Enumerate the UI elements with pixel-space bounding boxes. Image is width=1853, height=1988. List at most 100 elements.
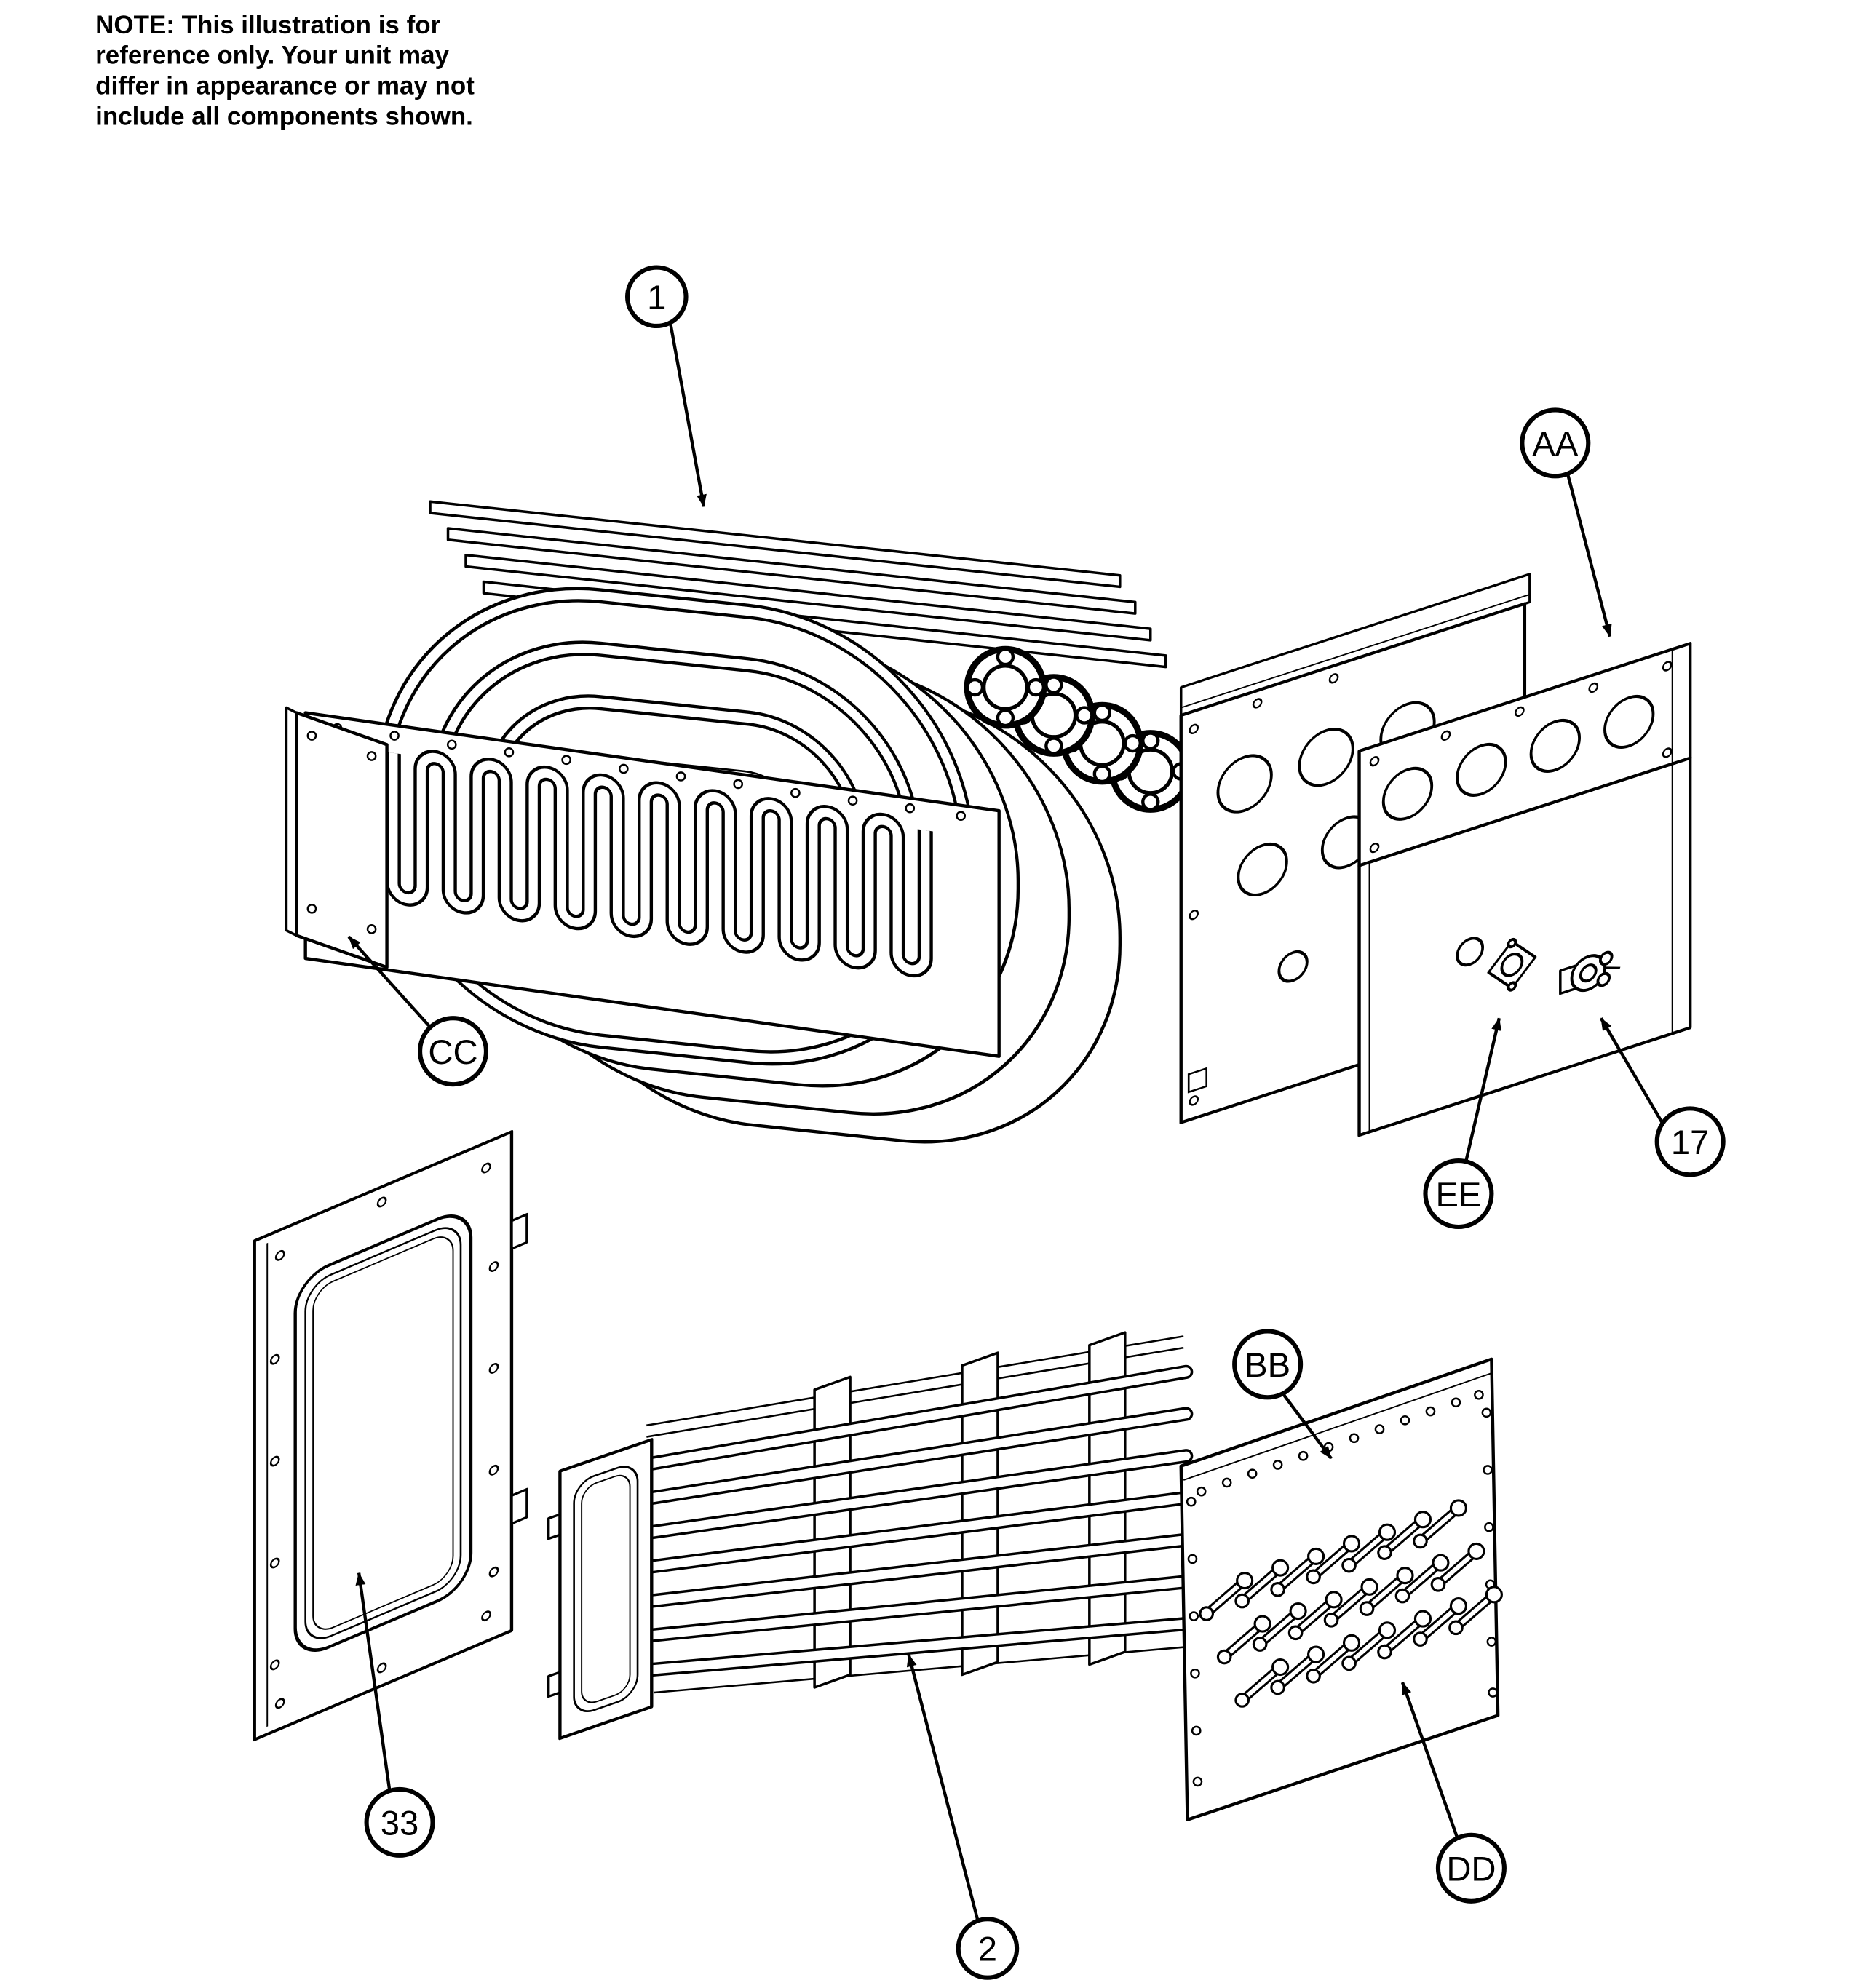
- gas-fitting-17: [1559, 950, 1621, 995]
- rivet-hole: [675, 771, 686, 782]
- burner-assembly-2: [547, 1331, 1502, 1822]
- frame-tab: [547, 1671, 562, 1698]
- callout-ee-label: EE: [1435, 1176, 1481, 1214]
- note-line-1: NOTE: This illustration is for: [95, 11, 440, 39]
- frame-opening: [573, 1466, 639, 1712]
- fin-strip: [464, 553, 1152, 642]
- cc-panel-face: [295, 711, 389, 969]
- rivet-hole: [1374, 1424, 1385, 1434]
- callout-cc: CC: [347, 935, 489, 1087]
- frame-opening-inner: [581, 1474, 631, 1703]
- callout-cc-bubble: [417, 1016, 489, 1087]
- callout-1-bubble: [625, 265, 689, 329]
- bb-panel-face: [1179, 1357, 1500, 1822]
- flange-ee: [1487, 937, 1537, 992]
- rivet-hole: [733, 779, 744, 790]
- callout-2-arrow: [906, 1653, 980, 1920]
- vent-hole: [1298, 728, 1354, 787]
- rivet-hole: [1484, 1522, 1494, 1532]
- rivet-hole: [504, 747, 515, 758]
- rivet-hole: [1196, 1486, 1207, 1497]
- rivet-hole: [1349, 1433, 1360, 1444]
- rivet-hole: [619, 763, 629, 774]
- callout-ee-bubble: [1423, 1158, 1494, 1230]
- aa-upper-strip: [1357, 641, 1692, 867]
- callout-17-label: 17: [1671, 1124, 1710, 1162]
- door-opening-inner: [304, 1227, 462, 1639]
- end-panel-cc: [285, 706, 389, 969]
- heat-exchanger-top-fins: [429, 500, 1167, 669]
- callout-bb: BB: [1232, 1329, 1333, 1460]
- callout-aa-bubble: [1520, 407, 1591, 479]
- rivet-hole: [306, 904, 317, 914]
- reference-note: NOTE: This illustration is for reference…: [95, 11, 475, 131]
- fitting-knob: [1596, 971, 1611, 987]
- door-tab: [510, 1212, 528, 1251]
- callout-2-bubble: [956, 1917, 1020, 1980]
- callout-ee-arrow: [1464, 1017, 1501, 1161]
- callout-33-arrow: [355, 1572, 392, 1790]
- burner-port-hole: [1529, 718, 1581, 773]
- callout-dd: DD: [1400, 1682, 1507, 1904]
- flue-collar: [967, 649, 1044, 725]
- callout-cc-label: CC: [428, 1033, 477, 1072]
- callout-17-arrow: [1599, 1017, 1664, 1124]
- rivet-hole: [1425, 1406, 1436, 1417]
- rivet-hole: [956, 811, 967, 822]
- callout-33-label: 33: [381, 1805, 419, 1843]
- callout-33: 33: [355, 1572, 435, 1858]
- callout-cc-arrow: [347, 935, 432, 1028]
- ee-bolt-hole: [1507, 981, 1517, 992]
- callout-1-arrow: [669, 324, 707, 508]
- bb-top-fold-line: [1183, 1372, 1492, 1481]
- rivet-hole: [1451, 1397, 1461, 1408]
- callout-33-bubble: [364, 1786, 435, 1858]
- rivet-hole: [446, 739, 457, 750]
- bottom-notch: [1187, 1067, 1208, 1094]
- callouts: 1 AA CC EE 17 BB 33: [347, 265, 1726, 1980]
- callout-dd-bubble: [1435, 1832, 1507, 1904]
- callout-bb-label: BB: [1245, 1346, 1290, 1385]
- rivet-hole: [366, 751, 377, 761]
- door-opening-outer: [293, 1214, 473, 1653]
- heat-exchanger-assembly: [285, 500, 1189, 1144]
- frame-tab: [547, 1513, 562, 1540]
- burner-tubes: [644, 1364, 1194, 1677]
- rivet-hole: [1192, 1776, 1203, 1787]
- vent-hole: [1237, 843, 1288, 896]
- rivet-hole: [1298, 1450, 1309, 1461]
- rivet-hole: [905, 803, 916, 814]
- callout-2-label: 2: [978, 1931, 997, 1969]
- rivet-hole: [1272, 1460, 1283, 1470]
- serpentine-tubes: [385, 750, 933, 978]
- rivet-hole: [1190, 1668, 1200, 1679]
- access-door-33: [253, 1129, 528, 1742]
- manifold-panel-bb: [1179, 1357, 1500, 1822]
- vent-hole: [1216, 754, 1273, 814]
- rivet-hole: [1486, 1637, 1497, 1647]
- small-hole: [1277, 950, 1309, 983]
- callout-1: 1: [625, 265, 707, 508]
- callout-17-bubble: [1654, 1106, 1726, 1177]
- door-opening-depth: [312, 1236, 454, 1630]
- rivet-hole: [1247, 1468, 1258, 1479]
- callout-aa-label: AA: [1532, 425, 1578, 464]
- rivet-hole: [306, 731, 317, 741]
- fitting-stub: [1604, 966, 1621, 969]
- callout-1-label: 1: [647, 279, 666, 317]
- burner-port-hole: [1381, 766, 1434, 821]
- rivet-hole: [1488, 1687, 1498, 1698]
- callout-aa: AA: [1520, 407, 1612, 637]
- fitting-knob: [1598, 950, 1614, 966]
- callout-2: 2: [906, 1653, 1020, 1980]
- callout-dd-arrow: [1400, 1682, 1459, 1839]
- callout-aa-arrow: [1566, 474, 1612, 637]
- rivet-hole: [1186, 1496, 1197, 1507]
- rivet-hole: [1481, 1407, 1492, 1418]
- fitting-port: [1579, 963, 1598, 983]
- ee-flange-opening: [1500, 953, 1524, 977]
- door-tab: [510, 1487, 528, 1525]
- rivet-hole: [1400, 1415, 1410, 1426]
- rivet-hole: [1191, 1725, 1202, 1736]
- burner-port-hole: [1456, 742, 1507, 797]
